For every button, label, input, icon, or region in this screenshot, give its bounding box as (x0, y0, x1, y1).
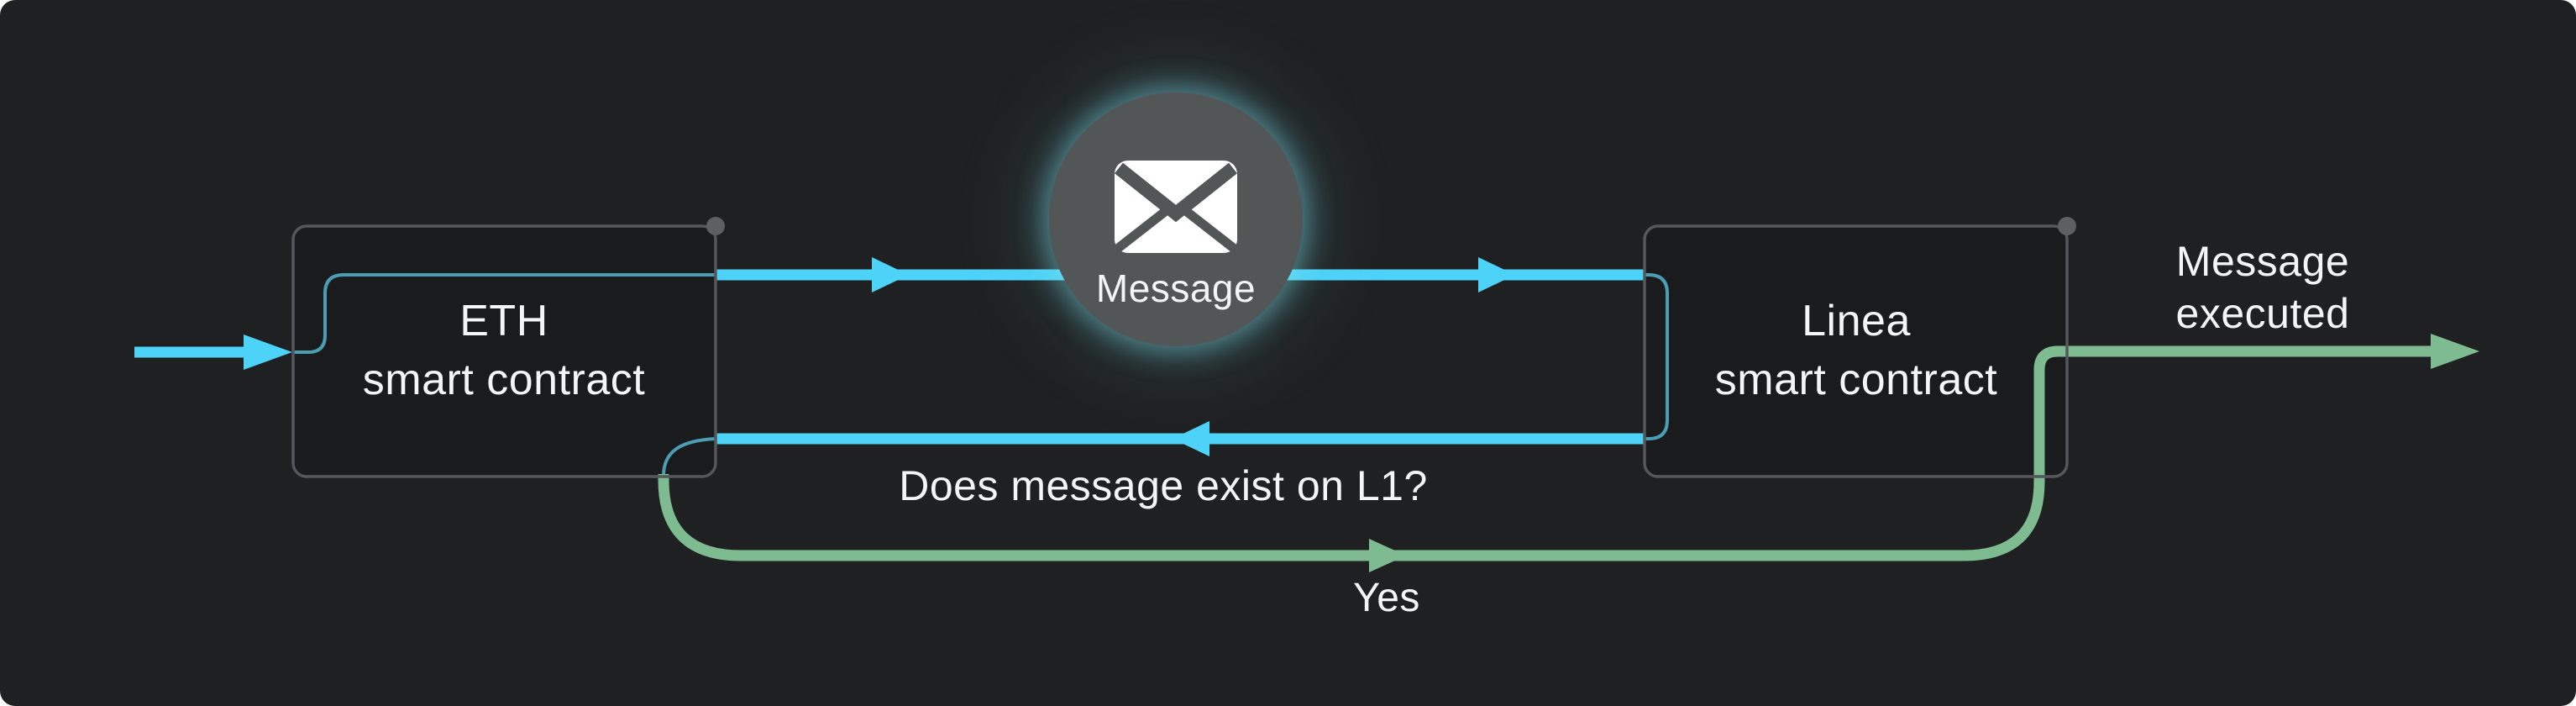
eth-box (293, 226, 716, 477)
eth-loop-exit-route (662, 437, 716, 477)
message-label: Message (1095, 266, 1257, 310)
message-to-linea-arrowhead (1478, 257, 1515, 292)
executed-label: Message executed (2175, 238, 2350, 337)
yes-loop-arrowhead (1369, 539, 1406, 572)
linea-box-border (1643, 224, 2069, 478)
eth-box-border (291, 224, 717, 478)
return-arrowhead (1173, 421, 1209, 456)
linea-corner-dot (2058, 217, 2076, 235)
linea-label: Linea smart contract (1714, 297, 1998, 404)
yes-loop-line (658, 472, 2045, 561)
question-label: Does message exist on L1? (899, 462, 1428, 509)
eth-corner-dot (706, 217, 725, 235)
executed-arrowhead (2431, 334, 2479, 369)
message-node: Message (1049, 92, 1303, 346)
eth-label: ETH smart contract (362, 297, 646, 404)
envelope-icon (1114, 161, 1238, 254)
linea-executed-route (2033, 345, 2067, 476)
eth-internal-route (293, 273, 716, 354)
yes-label: Yes (1353, 576, 1420, 620)
entry-arrowhead (244, 335, 292, 370)
linea-box (1645, 226, 2067, 477)
linea-internal-route (1645, 273, 1669, 440)
eth-to-message-arrowhead (872, 257, 909, 292)
